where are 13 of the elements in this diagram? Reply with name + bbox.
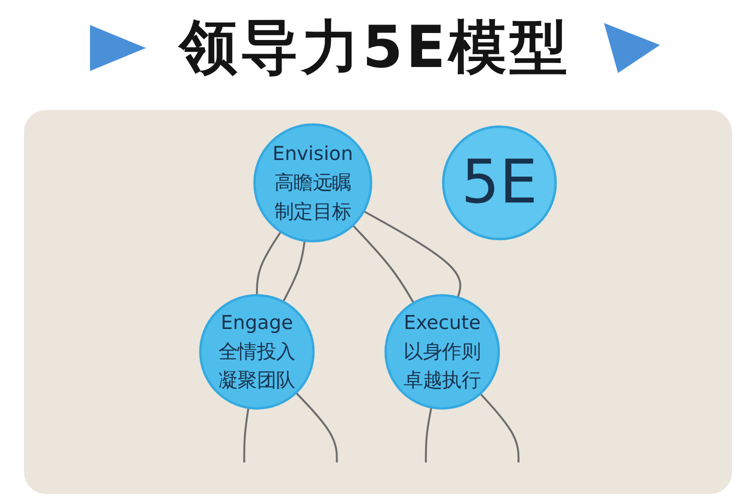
circle-node: 5E bbox=[442, 126, 557, 240]
ring-line bbox=[424, 407, 432, 463]
ring-line bbox=[282, 240, 306, 302]
ring-line bbox=[243, 408, 250, 463]
ring-line bbox=[480, 392, 520, 463]
circle-node: Execute 以身作则 卓越执行 bbox=[384, 294, 500, 410]
ring-line bbox=[295, 392, 338, 463]
circle-node: Envision 高瞻远瞩 制定目标 bbox=[253, 123, 372, 242]
title: 领导力5E模型 bbox=[180, 12, 570, 83]
ring-line bbox=[256, 231, 282, 296]
circle-node: Engage 全情投入 凝聚团队 bbox=[199, 294, 315, 410]
ring-line bbox=[352, 224, 415, 304]
ring-line bbox=[363, 210, 462, 298]
